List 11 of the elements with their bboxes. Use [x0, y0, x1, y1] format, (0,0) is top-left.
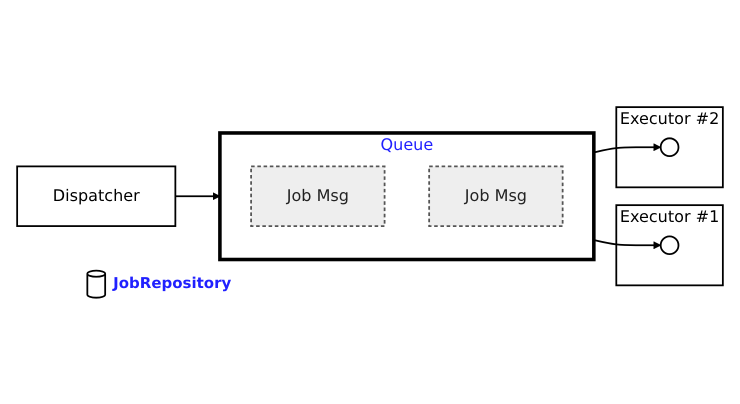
arrow — [594, 142, 662, 153]
node-caption: JobRepository — [113, 274, 232, 292]
cluster: Executor #2 — [615, 106, 724, 188]
node-circle — [660, 137, 680, 157]
node-box: Dispatcher — [16, 165, 176, 227]
arrow — [594, 238, 662, 249]
node-box: Job Msg — [428, 165, 564, 227]
node-circle — [660, 235, 680, 255]
cluster: Executor #1 — [615, 204, 724, 286]
node-cylinder — [86, 269, 106, 298]
node-box: Job Msg — [250, 165, 386, 227]
